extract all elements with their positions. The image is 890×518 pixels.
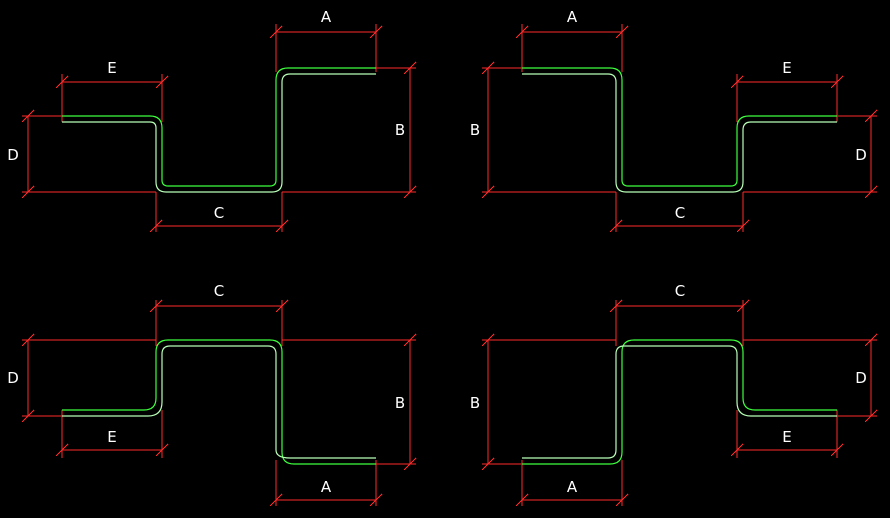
dim-label-c: C bbox=[675, 282, 685, 300]
dim-label-b: B bbox=[395, 394, 405, 412]
dim-label-d: D bbox=[7, 369, 19, 387]
dimension-lines bbox=[481, 299, 878, 507]
profile-variant-top-right: A E B D C bbox=[470, 8, 878, 233]
dimension-lines bbox=[21, 299, 417, 507]
dimension-labels: A E B D C bbox=[470, 8, 867, 222]
dim-label-a: A bbox=[321, 8, 332, 26]
sheet-metal-profile bbox=[522, 67, 837, 193]
dimension-labels: C B D E A bbox=[470, 282, 867, 496]
dim-label-e: E bbox=[782, 59, 791, 77]
dim-label-a: A bbox=[567, 478, 578, 496]
dim-label-d: D bbox=[855, 369, 867, 387]
dimension-labels: C D B E A bbox=[7, 282, 405, 496]
dim-label-d: D bbox=[855, 146, 867, 164]
dim-label-d: D bbox=[7, 146, 19, 164]
dim-label-e: E bbox=[107, 428, 116, 446]
dim-label-e: E bbox=[782, 428, 791, 446]
profile-variant-bottom-left: C D B E A bbox=[7, 282, 417, 507]
dimension-labels: A E B D C bbox=[7, 8, 405, 222]
sheet-metal-profile bbox=[62, 67, 376, 193]
dim-label-b: B bbox=[470, 394, 480, 412]
dim-label-c: C bbox=[675, 204, 685, 222]
profile-variant-top-left: A E B D C bbox=[7, 8, 417, 233]
dim-label-b: B bbox=[470, 121, 480, 139]
sheet-metal-profile bbox=[522, 339, 837, 465]
dim-label-e: E bbox=[107, 59, 116, 77]
dim-label-c: C bbox=[214, 204, 224, 222]
dim-label-c: C bbox=[214, 282, 224, 300]
sheet-metal-profile bbox=[62, 339, 376, 465]
dimension-lines bbox=[21, 24, 417, 233]
dimension-lines bbox=[481, 24, 878, 233]
dim-label-a: A bbox=[567, 8, 578, 26]
dim-label-b: B bbox=[395, 121, 405, 139]
profile-variant-bottom-right: C B D E A bbox=[470, 282, 878, 507]
dim-label-a: A bbox=[321, 478, 332, 496]
